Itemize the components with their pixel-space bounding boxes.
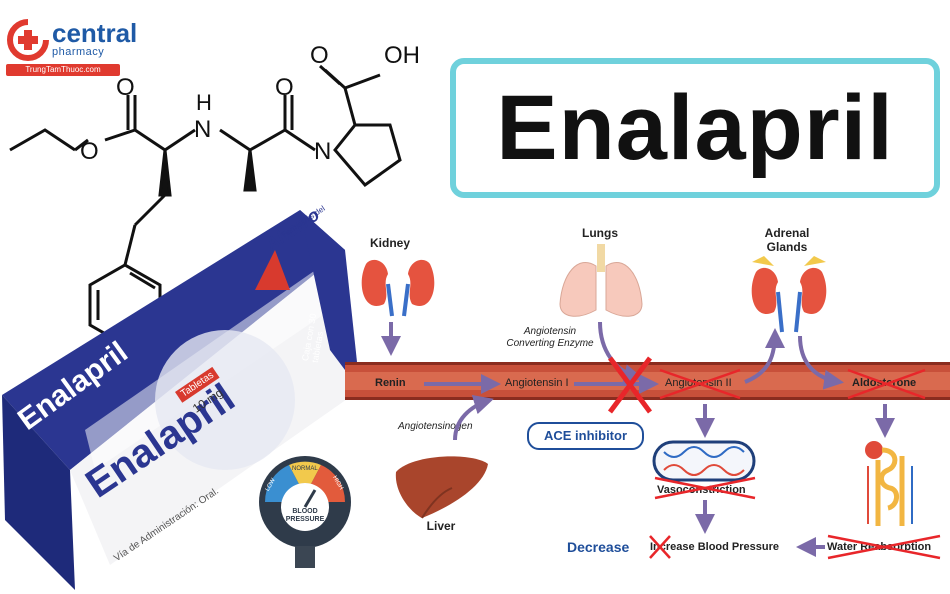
constricted-vessel-icon: [652, 440, 756, 482]
water-reabsorption-label: Water Reabsorption: [827, 541, 932, 553]
nh-h-label: H: [196, 90, 212, 115]
liver-icon: [395, 456, 488, 519]
angiotensin-2-label: Angiotensin II: [665, 377, 732, 389]
vasoconstriction-label: Vasoconstriction: [657, 484, 746, 496]
ace-enzyme-label: Angiotensin Converting Enzyme: [506, 326, 594, 349]
brand-name: central: [52, 18, 138, 48]
lungs-icon: [559, 244, 643, 317]
title-box: Enalapril: [450, 58, 940, 198]
kidney-icon: [361, 259, 435, 317]
enalapril-molecule: [9, 64, 402, 347]
gauge-normal: NORMAL: [292, 466, 318, 472]
increase-bp-label: Increase Blood Pressure: [650, 541, 780, 553]
acid-oh-label: OH: [384, 42, 420, 69]
kidney-label: Kidney: [369, 236, 410, 250]
liver-label: Liver: [426, 519, 456, 533]
blood-pressure-gauge-icon: [259, 456, 351, 568]
brand-sub: pharmacy: [52, 46, 105, 58]
medicine-box: [2, 210, 360, 590]
carbonyl-o-label: O: [116, 74, 135, 101]
angiotensinogen-label: Angiotensinogen: [398, 421, 473, 432]
adrenal-label: Adrenal Glands: [764, 226, 810, 254]
amine-n-label: N: [194, 116, 212, 143]
amide-o-label: O: [275, 74, 294, 101]
renin-label: Renin: [375, 377, 406, 389]
pharmacy-cross-icon: [7, 19, 49, 61]
lungs-label: Lungs: [582, 226, 618, 240]
ester-o-label: O: [80, 138, 99, 165]
page-title: Enalapril: [496, 76, 894, 179]
nephron-icon: [865, 441, 913, 526]
aldosterone-label: Aldosterone: [852, 377, 917, 389]
ring-n-label: N: [314, 138, 332, 165]
angiotensin-1-label: Angiotensin I: [505, 377, 569, 389]
brand-url: TrungTamThuoc.com: [6, 64, 120, 76]
acid-o-label: O: [310, 42, 329, 69]
decrease-label: Decrease: [567, 539, 630, 555]
gauge-label: BLOOD PRESSURE: [285, 508, 325, 523]
ace-inhibitor-badge: ACE inhibitor: [527, 422, 644, 450]
central-pharmacy-logo: [6, 8, 156, 78]
adrenal-glands-icon: [751, 256, 827, 333]
